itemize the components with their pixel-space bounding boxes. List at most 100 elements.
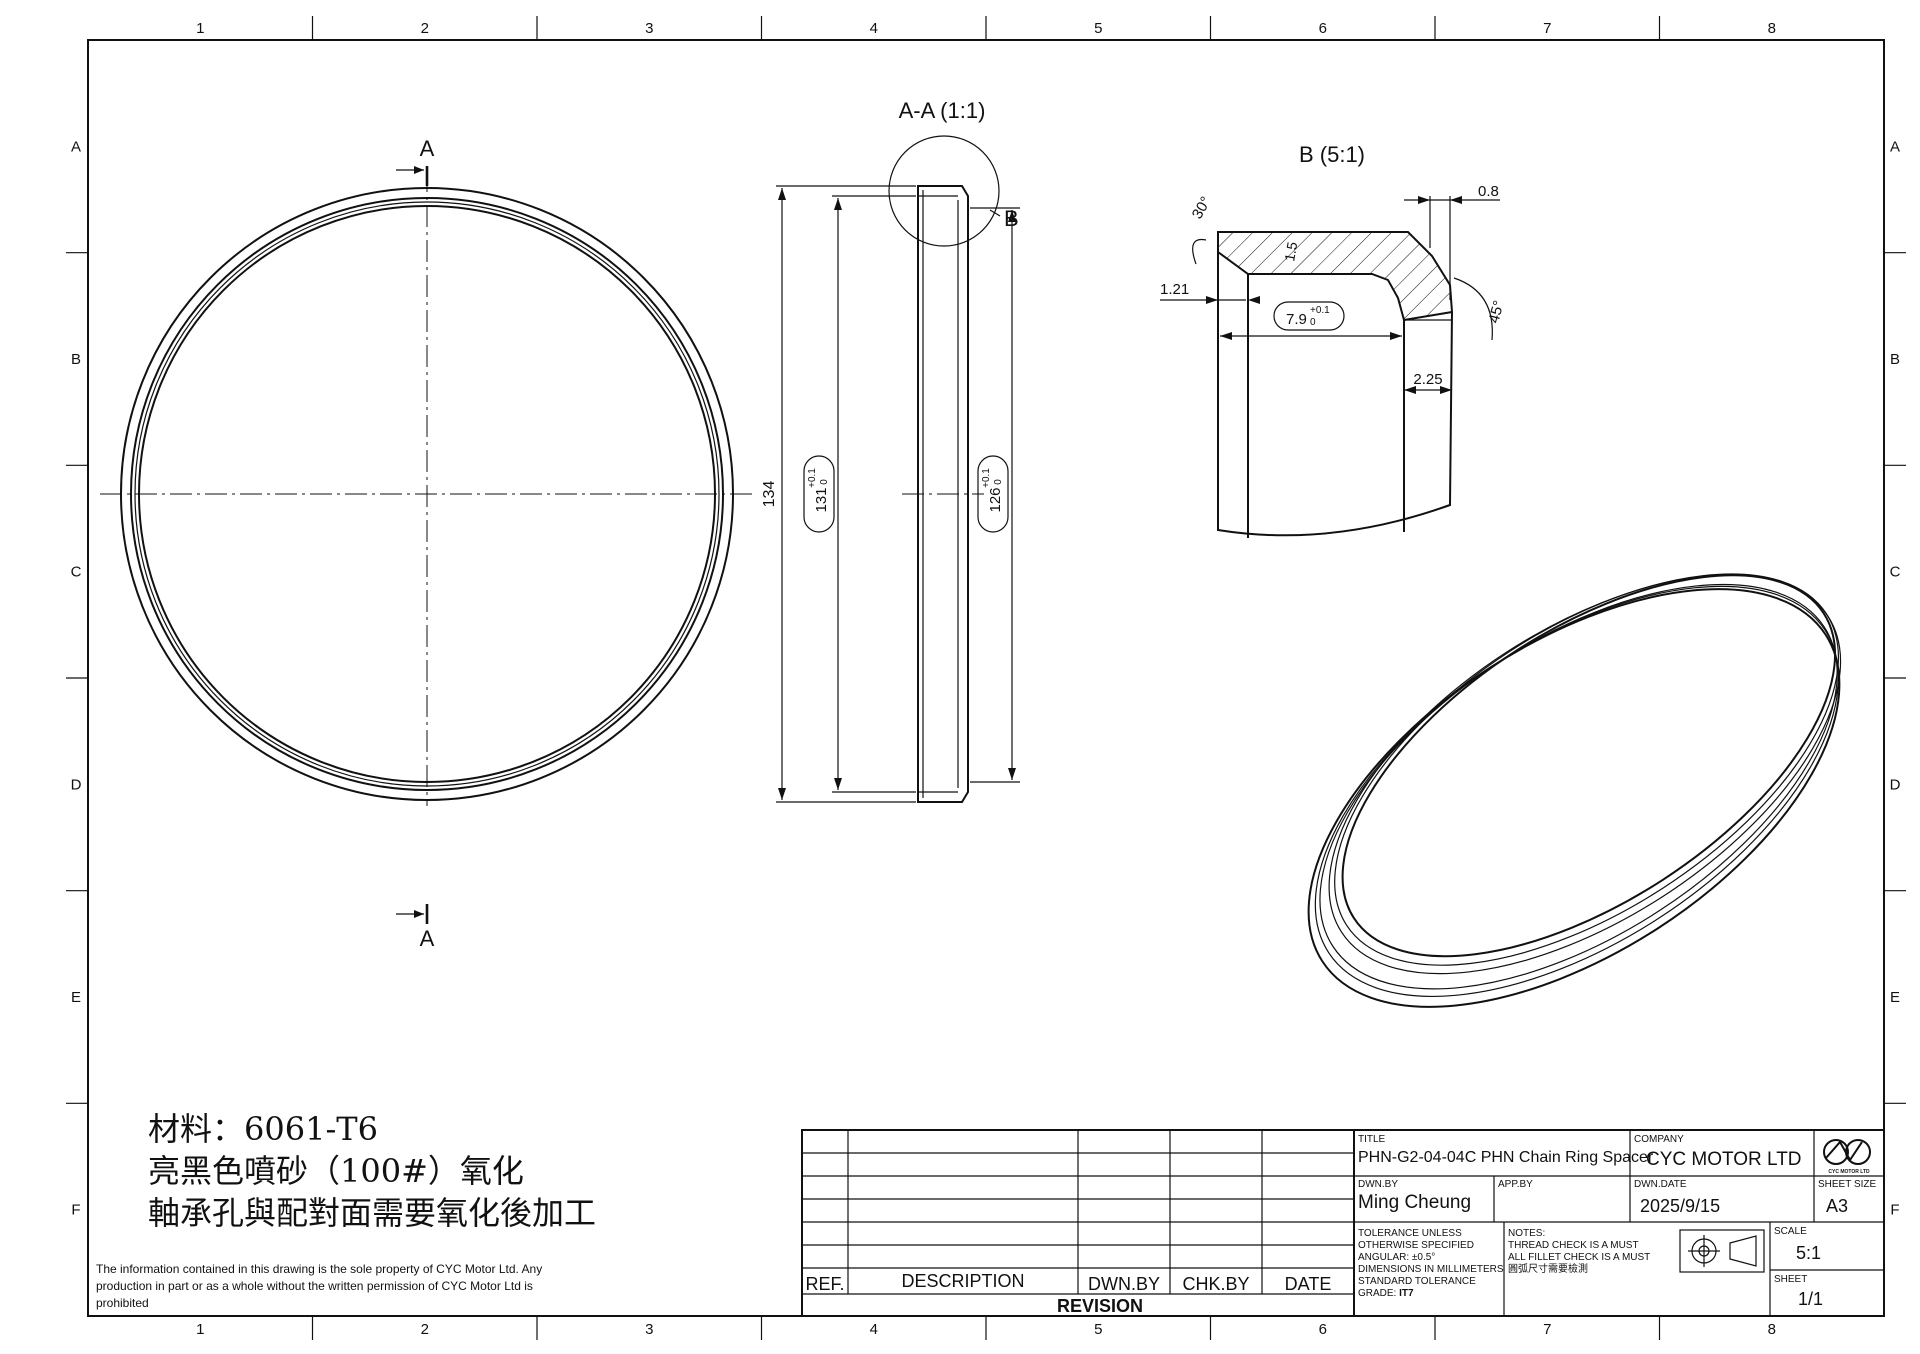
grid-row-label-right: E	[1890, 989, 1900, 1006]
note-line-2: ALL FILLET CHECK IS A MUST	[1508, 1252, 1651, 1263]
detail-79-arrow-1	[1220, 332, 1232, 340]
grid-col-label-bottom: 3	[645, 1321, 653, 1338]
tolerance-line-2: OTHERWISE SPECIFIED	[1358, 1240, 1474, 1251]
tolerance-line-3: ANGULAR: ±0.5°	[1358, 1252, 1436, 1263]
grid-col-label-bottom: 8	[1768, 1321, 1776, 1338]
sheet-label: SHEET	[1774, 1274, 1808, 1285]
tolerance-line-5: STANDARD TOLERANCE	[1358, 1276, 1476, 1287]
grid-col-label-bottom: 6	[1319, 1321, 1327, 1338]
grid-col-label-bottom: 2	[421, 1321, 429, 1338]
grid-col-label-top: 2	[421, 20, 429, 37]
cut-arrow-top-head	[414, 166, 424, 174]
dim-arrow-131-bottom	[834, 778, 842, 790]
grid-row-label-left: B	[71, 351, 81, 368]
grid-col-label-top: 5	[1094, 20, 1102, 37]
grade-label: GRADE:	[1358, 1288, 1397, 1299]
dim-arrow-126-bottom	[1008, 768, 1016, 780]
iso-outer-front	[1307, 588, 1841, 1008]
cut-arrow-bottom-head	[414, 910, 424, 918]
dim-arrow-134-bottom	[778, 788, 786, 800]
scale-label: SCALE	[1774, 1226, 1807, 1237]
grid-col-label-top: 8	[1768, 20, 1776, 37]
iso-groove-2	[1319, 583, 1838, 990]
detail-angle-45-arc	[1453, 277, 1493, 341]
material-note: 材料：6061-T6	[148, 1110, 378, 1148]
iso-groove-3	[1328, 574, 1842, 975]
dim-126-label: 126	[987, 487, 1004, 512]
rev-ref-header: REF.	[805, 1274, 844, 1294]
grid-col-label-bottom: 4	[870, 1321, 878, 1338]
title-label: TITLE	[1358, 1134, 1386, 1145]
sheet-size: A3	[1826, 1196, 1849, 1216]
grid-row-label-left: C	[71, 564, 82, 581]
grid-row-label-left: D	[71, 776, 82, 793]
dim-131-badge	[803, 455, 835, 533]
property-disclaimer: The information contained in this drawin…	[96, 1262, 543, 1310]
detail-08-label: 0.8	[1478, 183, 1499, 200]
detail-angle-30-label: 30°	[1189, 194, 1215, 222]
dim-131-tol-upper: +0.1	[807, 468, 818, 488]
grid-row-label-right: C	[1890, 564, 1901, 581]
detail-08-arrow-2	[1450, 196, 1462, 204]
grid-col-label-bottom: 1	[196, 1321, 204, 1338]
dwn-by-label: DWN.BY	[1358, 1179, 1398, 1190]
section-profile	[917, 185, 969, 803]
grid-col-label-top: 4	[870, 20, 878, 37]
sheet-number: 1/1	[1798, 1289, 1824, 1309]
projection-symbol-icon	[1679, 1229, 1765, 1273]
detail-15-label: 1.5	[1281, 240, 1300, 262]
tolerance-grade: GRADE: IT7	[1358, 1288, 1414, 1299]
detail-callout-circle	[888, 135, 1000, 247]
detail-79-tol-lower: 0	[1310, 317, 1316, 328]
rev-footer-label: REVISION	[1057, 1296, 1143, 1316]
detail-79-label: 7.9	[1286, 311, 1307, 328]
grade-value: IT7	[1399, 1288, 1414, 1299]
grid-row-label-right: B	[1890, 351, 1900, 368]
tolerance-line-1: TOLERANCE UNLESS	[1358, 1228, 1462, 1239]
detail-callout-leader	[989, 209, 1001, 217]
grid-row-label-right: A	[1890, 138, 1900, 155]
drawn-date: 2025/9/15	[1640, 1196, 1721, 1216]
section-view-label: A-A (1:1)	[899, 98, 986, 123]
dim-131-tol-lower: 0	[819, 479, 830, 485]
detail-225-arrow-2	[1440, 386, 1452, 394]
dim-131-label: 131	[813, 487, 830, 512]
dim-126-tol-lower: 0	[993, 479, 1004, 485]
grid-col-label-top: 3	[645, 20, 653, 37]
grid-col-label-top: 7	[1543, 20, 1551, 37]
detail-121-arrow-2	[1248, 296, 1260, 304]
iso-groove-4	[1334, 573, 1839, 966]
revision-table	[801, 1129, 1355, 1317]
section-view-a-a: A-A (1:1) B 134 131 +0.1 0	[761, 98, 1020, 803]
detail-hatched-section	[1217, 231, 1454, 322]
dim-arrow-126-top	[1008, 210, 1016, 222]
dim-126-tol-upper: +0.1	[981, 468, 992, 488]
detail-225-arrow-1	[1404, 386, 1416, 394]
dim-arrow-131-top	[834, 198, 842, 210]
rev-chk-by-header: CHK.BY	[1182, 1274, 1249, 1294]
detail-79-badge	[1273, 301, 1345, 331]
note-line-1: THREAD CHECK IS A MUST	[1508, 1240, 1639, 1251]
company-logo-text: CYC MOTOR LTD	[1828, 1169, 1870, 1175]
cut-mark-bottom-label: A	[420, 926, 435, 951]
rev-date-header: DATE	[1285, 1274, 1332, 1294]
detail-view-label: B (5:1)	[1299, 142, 1365, 167]
detail-08-arrow-1	[1418, 196, 1430, 204]
detail-view-b: B (5:1) 30° 0.8 1.5 1.21 7.9 +0.1 0	[1160, 142, 1508, 538]
sheet-size-label: SHEET SIZE	[1818, 1179, 1877, 1190]
grid-col-label-bottom: 5	[1094, 1321, 1102, 1338]
grid-row-label-left: F	[71, 1202, 80, 1219]
detail-121-arrow	[1206, 296, 1218, 304]
finish-note: 亮黑色噴砂（100#）氧化	[148, 1152, 524, 1190]
iso-inner	[1341, 574, 1837, 958]
grid-row-label-right: F	[1890, 1202, 1899, 1219]
grid-col-label-bottom: 7	[1543, 1321, 1551, 1338]
detail-121-label: 1.21	[1160, 281, 1189, 298]
rev-dwn-by-header: DWN.BY	[1088, 1274, 1160, 1294]
dim-arrow-134-top	[778, 188, 786, 200]
grid-col-label-top: 6	[1319, 20, 1327, 37]
company-logo: CYC MOTOR LTD	[1823, 1139, 1871, 1175]
app-by-label: APP.BY	[1498, 1179, 1533, 1190]
